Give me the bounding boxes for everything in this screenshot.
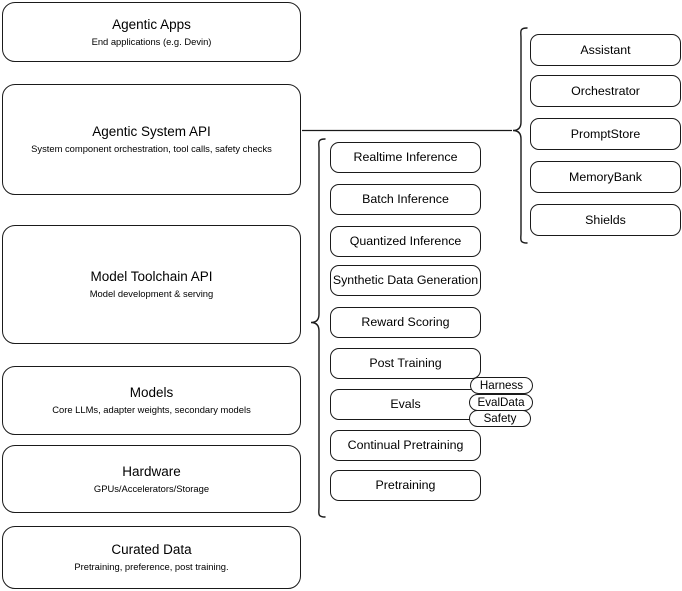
layer-title: Agentic Apps [112, 16, 191, 32]
capability-label: Post Training [369, 356, 442, 370]
layer-title: Curated Data [111, 542, 192, 557]
capability-box-pretraining[interactable]: Pretraining [330, 470, 481, 501]
capability-label: Quantized Inference [349, 234, 462, 248]
component-box-assistant[interactable]: Assistant [530, 34, 681, 66]
capability-box-batch-inference[interactable]: Batch Inference [330, 184, 481, 215]
evals-pill-evaldata[interactable]: EvalData [469, 394, 533, 411]
evals-pill-label: Safety [483, 411, 517, 425]
layer-box-agentic-system-api[interactable]: Agentic System API System component orch… [2, 84, 301, 195]
component-label: Orchestrator [571, 83, 640, 98]
capability-label: Evals [390, 397, 421, 411]
component-box-orchestrator[interactable]: Orchestrator [530, 75, 681, 107]
layer-subtitle: Pretraining, preference, post training. [74, 561, 229, 572]
layer-title: Model Toolchain API [90, 269, 213, 284]
capability-box-quantized-inference[interactable]: Quantized Inference [330, 226, 481, 257]
layer-box-curated-data[interactable]: Curated Data Pretraining, preference, po… [2, 526, 301, 589]
evals-pill-harness[interactable]: Harness [470, 377, 533, 394]
layer-subtitle: Core LLMs, adapter weights, secondary mo… [52, 404, 251, 415]
capability-label: Reward Scoring [361, 315, 450, 329]
evals-pill-safety[interactable]: Safety [469, 410, 531, 427]
component-label: Shields [585, 212, 626, 227]
component-box-shields[interactable]: Shields [530, 204, 681, 236]
layer-subtitle: System component orchestration, tool cal… [31, 143, 272, 154]
capability-box-post-training[interactable]: Post Training [330, 348, 481, 379]
component-label: MemoryBank [569, 169, 642, 184]
capability-label: Synthetic Data Generation [332, 273, 479, 287]
layer-subtitle: End applications (e.g. Devin) [91, 35, 212, 47]
layer-title: Hardware [122, 463, 181, 479]
layer-title: Agentic System API [92, 124, 211, 139]
layer-box-models[interactable]: Models Core LLMs, adapter weights, secon… [2, 366, 301, 435]
evals-pill-label: Harness [479, 378, 524, 392]
layer-subtitle: Model development & serving [89, 288, 214, 299]
capability-box-reward-scoring[interactable]: Reward Scoring [330, 307, 481, 338]
layer-box-model-toolchain-api[interactable]: Model Toolchain API Model development & … [2, 225, 301, 344]
agentic-components-brace [512, 27, 528, 244]
layer-subtitle: GPUs/Accelerators/Storage [93, 482, 210, 494]
component-box-promptstore[interactable]: PromptStore [530, 118, 681, 150]
layer-box-hardware[interactable]: Hardware GPUs/Accelerators/Storage [2, 445, 301, 513]
capability-label: Realtime Inference [353, 150, 458, 164]
component-box-memorybank[interactable]: MemoryBank [530, 161, 681, 193]
evals-pill-label: EvalData [477, 395, 525, 409]
capability-box-synthetic-data-generation[interactable]: Synthetic Data Generation [330, 265, 481, 296]
toolchain-capabilities-brace [310, 138, 326, 518]
component-label: Assistant [580, 42, 631, 57]
capability-label: Pretraining [375, 478, 436, 492]
capability-label: Batch Inference [362, 192, 449, 206]
capability-box-realtime-inference[interactable]: Realtime Inference [330, 142, 481, 173]
layer-title: Models [129, 385, 174, 400]
capability-box-continual-pretraining[interactable]: Continual Pretraining [330, 430, 481, 461]
layer-box-agentic-apps[interactable]: Agentic Apps End applications (e.g. Devi… [2, 2, 301, 62]
capability-label: Continual Pretraining [347, 438, 464, 452]
capability-box-evals[interactable]: Evals [330, 389, 481, 420]
component-label: PromptStore [570, 126, 641, 141]
